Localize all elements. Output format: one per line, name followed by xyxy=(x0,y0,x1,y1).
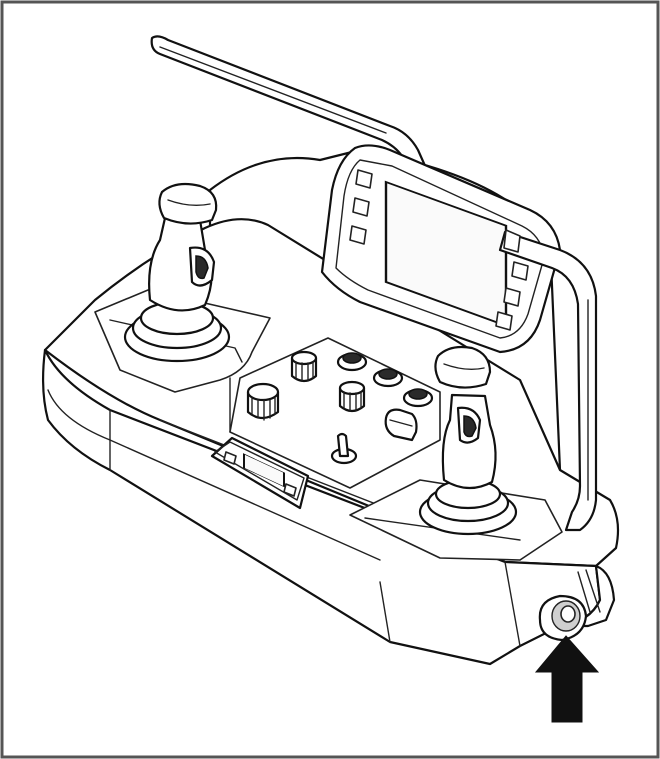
right-joystick[interactable] xyxy=(418,345,518,536)
display-side-button-3[interactable] xyxy=(349,225,367,245)
status-display-button-right[interactable] xyxy=(283,483,297,497)
side-handle xyxy=(498,229,598,532)
rotary-knob-large[interactable] xyxy=(246,382,280,421)
display-module xyxy=(320,144,562,354)
push-button-3[interactable] xyxy=(402,388,434,408)
push-button-1[interactable] xyxy=(336,352,368,372)
toggle-switch[interactable] xyxy=(330,432,358,465)
display-side-button-2[interactable] xyxy=(352,197,370,217)
display-side-button-4[interactable] xyxy=(511,261,529,281)
display-side-button-1[interactable] xyxy=(355,169,373,189)
status-display xyxy=(210,436,310,510)
rotary-knob-1[interactable] xyxy=(290,350,318,383)
square-button[interactable] xyxy=(384,408,418,442)
left-joystick[interactable] xyxy=(123,182,231,363)
up-arrow-icon xyxy=(534,635,600,723)
rotary-knob-2[interactable] xyxy=(338,380,366,413)
connector-socket[interactable] xyxy=(538,594,588,642)
push-button-2[interactable] xyxy=(372,368,404,388)
display-screen xyxy=(384,180,508,328)
status-display-button-left[interactable] xyxy=(223,451,237,465)
display-side-button-6[interactable] xyxy=(495,311,513,331)
display-side-button-5[interactable] xyxy=(503,287,521,307)
